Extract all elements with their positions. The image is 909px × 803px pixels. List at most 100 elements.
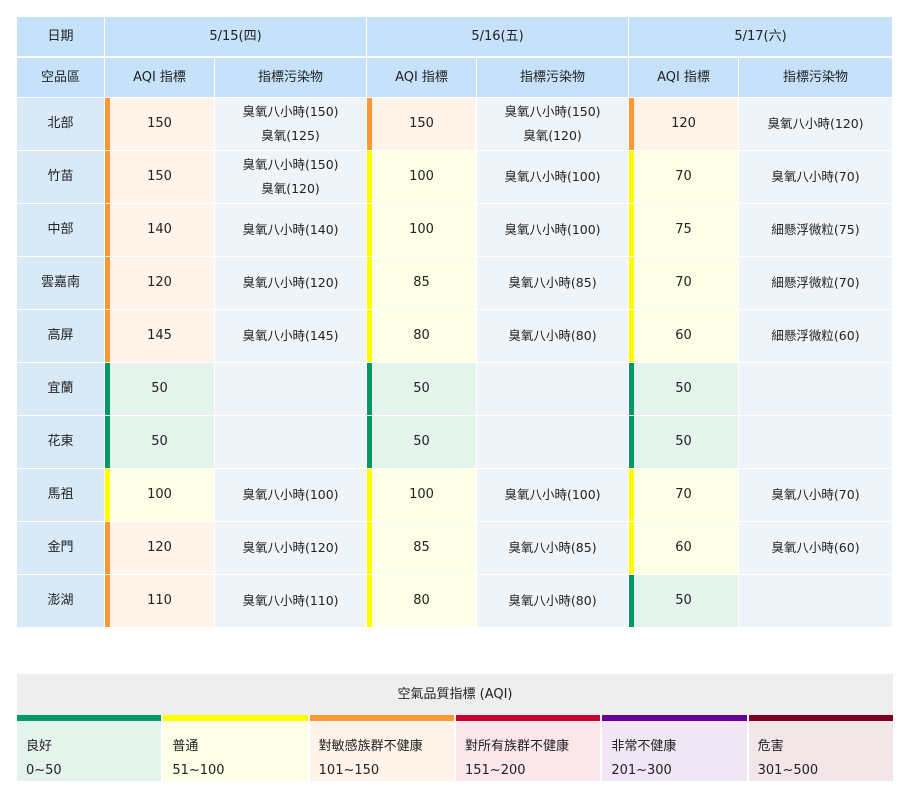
pollutant-header-1: 指標污染物 bbox=[215, 58, 367, 98]
legend-range: 151~200 bbox=[464, 763, 526, 778]
aqi-level-bar bbox=[367, 98, 372, 150]
region-header: 空品區 bbox=[17, 58, 105, 98]
pollutant-cell: 臭氧八小時(85) bbox=[477, 522, 629, 575]
aqi-value: 50 bbox=[413, 434, 430, 449]
pollutant-text: 細懸浮微粒(60) bbox=[771, 328, 860, 343]
aqi-value-cell: 50 bbox=[105, 363, 215, 416]
aqi-value: 145 bbox=[147, 328, 172, 343]
aqi-level-bar bbox=[367, 151, 372, 203]
pollutant-text: 臭氧八小時(140) bbox=[242, 222, 339, 237]
pollutant-cell: 臭氧八小時(100) bbox=[215, 469, 367, 522]
pollutant-cell: 臭氧八小時(150) 臭氧(120) bbox=[477, 98, 629, 151]
pollutant-text: 臭氧(120) bbox=[523, 128, 582, 143]
pollutant-cell bbox=[215, 416, 367, 469]
aqi-value-cell: 150 bbox=[367, 98, 477, 151]
pollutant-text: 臭氧八小時(150) bbox=[504, 104, 601, 119]
pollutant-header-2: 指標污染物 bbox=[477, 58, 629, 98]
aqi-value-cell: 50 bbox=[629, 363, 739, 416]
aqi-level-bar bbox=[105, 98, 110, 150]
aqi-level-bar bbox=[105, 204, 110, 256]
aqi-value-cell: 110 bbox=[105, 575, 215, 628]
aqi-value-cell: 100 bbox=[367, 204, 477, 257]
aqi-value-cell: 70 bbox=[629, 469, 739, 522]
aqi-value: 150 bbox=[409, 116, 434, 131]
aqi-value: 120 bbox=[147, 540, 172, 555]
aqi-header-1: AQI 指標 bbox=[105, 58, 215, 98]
pollutant-header-3: 指標污染物 bbox=[739, 58, 893, 98]
pollutant-cell: 臭氧八小時(70) bbox=[739, 469, 893, 522]
aqi-value: 75 bbox=[675, 222, 692, 237]
aqi-level-bar bbox=[367, 416, 372, 468]
aqi-level-bar bbox=[105, 363, 110, 415]
aqi-level-bar bbox=[367, 204, 372, 256]
aqi-value-cell: 50 bbox=[367, 416, 477, 469]
pollutant-cell: 臭氧八小時(140) bbox=[215, 204, 367, 257]
day-header-1: 5/15(四) bbox=[105, 17, 367, 58]
pollutant-cell: 臭氧八小時(80) bbox=[477, 575, 629, 628]
region-name: 雲嘉南 bbox=[17, 257, 105, 310]
region-name: 竹苗 bbox=[17, 151, 105, 204]
aqi-value-cell: 60 bbox=[629, 310, 739, 363]
aqi-value-cell: 70 bbox=[629, 151, 739, 204]
aqi-value-cell: 85 bbox=[367, 257, 477, 310]
aqi-value: 50 bbox=[151, 434, 168, 449]
day-header-3: 5/17(六) bbox=[629, 17, 893, 58]
pollutant-cell: 臭氧八小時(80) bbox=[477, 310, 629, 363]
aqi-value: 150 bbox=[147, 116, 172, 131]
aqi-value: 150 bbox=[147, 169, 172, 184]
pollutant-cell bbox=[739, 416, 893, 469]
pollutant-text: 臭氧八小時(145) bbox=[242, 328, 339, 343]
aqi-level-bar bbox=[367, 257, 372, 309]
legend-range: 201~300 bbox=[611, 763, 672, 778]
aqi-value-cell: 150 bbox=[105, 151, 215, 204]
aqi-level-bar bbox=[629, 204, 634, 256]
aqi-value: 100 bbox=[409, 169, 434, 184]
aqi-level-bar bbox=[629, 151, 634, 203]
region-name: 宜蘭 bbox=[17, 363, 105, 416]
pollutant-cell: 臭氧八小時(150)臭氧(125) bbox=[215, 98, 367, 151]
aqi-level-bar bbox=[629, 363, 634, 415]
aqi-value-cell: 120 bbox=[105, 257, 215, 310]
pollutant-cell bbox=[477, 416, 629, 469]
aqi-level-bar bbox=[367, 522, 372, 574]
aqi-value: 120 bbox=[671, 116, 696, 131]
aqi-value: 50 bbox=[675, 381, 692, 396]
pollutant-cell: 細懸浮微粒(70) bbox=[739, 257, 893, 310]
pollutant-cell: 臭氧八小時(120) bbox=[739, 98, 893, 151]
pollutant-text: 細懸浮微粒(70) bbox=[771, 275, 860, 290]
aqi-value: 110 bbox=[147, 593, 172, 608]
aqi-value-cell: 50 bbox=[629, 416, 739, 469]
aqi-value: 60 bbox=[675, 328, 692, 343]
aqi-level-bar bbox=[629, 310, 634, 362]
aqi-value: 140 bbox=[147, 222, 172, 237]
aqi-value-cell: 80 bbox=[367, 575, 477, 628]
aqi-value: 80 bbox=[413, 328, 430, 343]
aqi-forecast-table: 日期 5/15(四) 5/16(五) 5/17(六) 空品區 AQI 指標 指標… bbox=[17, 17, 893, 628]
legend-title: 空氣品質指標 (AQI) bbox=[17, 674, 893, 715]
pollutant-text: 臭氧(125) bbox=[261, 128, 320, 143]
aqi-level-bar bbox=[629, 522, 634, 574]
legend-range: 0~50 bbox=[26, 763, 62, 778]
legend-range: 51~100 bbox=[172, 763, 225, 778]
legend-range: 301~500 bbox=[757, 763, 819, 778]
aqi-value: 50 bbox=[675, 593, 692, 608]
pollutant-text: 臭氧八小時(85) bbox=[508, 275, 597, 290]
aqi-value: 100 bbox=[409, 222, 434, 237]
aqi-level-bar bbox=[105, 469, 110, 521]
pollutant-text: 臭氧八小時(110) bbox=[242, 593, 339, 608]
pollutant-cell: 臭氧八小時(100) bbox=[477, 204, 629, 257]
aqi-value-cell: 50 bbox=[105, 416, 215, 469]
aqi-value: 100 bbox=[147, 487, 172, 502]
